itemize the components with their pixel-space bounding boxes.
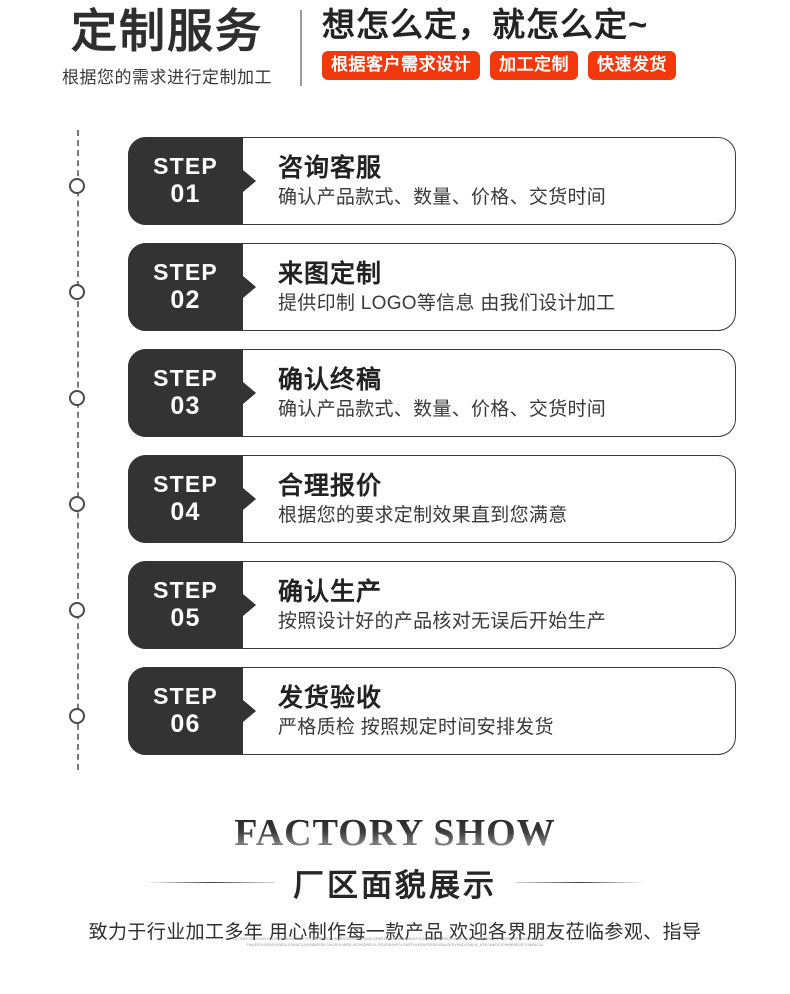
step-badge-word: STEP	[153, 259, 218, 286]
factory-show-subtitle-row: 厂区面貌展示	[0, 860, 790, 905]
header-vertical-divider	[300, 10, 302, 86]
step-body-02: 来图定制 提供印制 LOGO等信息 由我们设计加工	[243, 243, 736, 331]
badge-custom-design: 根据客户需求设计	[322, 51, 480, 81]
steps-list: STEP 01 咨询客服 确认产品款式、数量、价格、交货时间 STEP 02 来…	[128, 137, 736, 773]
step-arrow-icon	[243, 170, 256, 192]
step-card-04: STEP 04 合理报价 根据您的要求定制效果直到您满意	[128, 455, 736, 543]
footer-rule-right	[515, 881, 645, 883]
step-description: 提供印制 LOGO等信息 由我们设计加工	[278, 292, 616, 314]
step-badge-number: 05	[170, 604, 201, 633]
step-badge-word: STEP	[153, 683, 218, 710]
header-left-block: 定制服务 根据您的需求进行定制加工	[42, 5, 292, 88]
timeline-dot-4	[69, 496, 85, 512]
watermark-microtext: OL_IKDFJGLDSJHGOIKDFGHNKSDFRKDFJL_SDVNKI…	[232, 937, 558, 948]
badge-oem-processing: 加工定制	[490, 51, 578, 81]
factory-show-tagline: 致力于行业加工多年 用心制作每一款产品 欢迎各界朋友莅临参观、指导	[88, 921, 702, 943]
page-header: 定制服务 根据您的需求进行定制加工 想怎么定，就怎么定~ 根据客户需求设计 加工…	[0, 0, 790, 108]
timeline-rail	[60, 130, 96, 770]
timeline-dot-5	[69, 602, 85, 618]
step-badge-word: STEP	[153, 577, 218, 604]
timeline-dot-3	[69, 390, 85, 406]
page-subtitle: 根据您的需求进行定制加工	[62, 67, 272, 87]
header-badge-row: 根据客户需求设计 加工定制 快速发货	[322, 51, 762, 81]
step-arrow-icon	[243, 382, 256, 404]
footer-rule-left	[145, 881, 275, 883]
step-arrow-icon	[243, 488, 256, 510]
step-body-04: 合理报价 根据您的要求定制效果直到您满意	[243, 455, 736, 543]
step-badge-06: STEP 06	[128, 667, 243, 755]
step-body-06: 发货验收 严格质检 按照规定时间安排发货	[243, 667, 736, 755]
step-heading: 发货验收	[278, 683, 383, 712]
step-badge-number: 02	[170, 286, 201, 315]
step-badge-number: 01	[170, 180, 201, 209]
step-card-01: STEP 01 咨询客服 确认产品款式、数量、价格、交货时间	[128, 137, 736, 225]
step-body-01: 咨询客服 确认产品款式、数量、价格、交货时间	[243, 137, 736, 225]
step-badge-01: STEP 01	[128, 137, 243, 225]
step-arrow-icon	[243, 594, 256, 616]
step-badge-word: STEP	[153, 365, 218, 392]
timeline-dot-6	[69, 708, 85, 724]
step-badge-word: STEP	[153, 471, 218, 498]
step-badge-number: 03	[170, 392, 201, 421]
step-body-03: 确认终稿 确认产品款式、数量、价格、交货时间	[243, 349, 736, 437]
step-badge-04: STEP 04	[128, 455, 243, 543]
step-badge-number: 06	[170, 710, 201, 739]
step-heading: 合理报价	[278, 471, 383, 500]
badge-fast-shipping: 快速发货	[588, 51, 676, 81]
step-heading: 来图定制	[278, 259, 383, 288]
step-badge-03: STEP 03	[128, 349, 243, 437]
factory-show-title-cn: 厂区面貌展示	[293, 867, 497, 903]
step-heading: 确认生产	[278, 577, 383, 606]
step-description: 按照设计好的产品核对无误后开始生产	[278, 610, 607, 632]
step-description: 严格质检 按照规定时间安排发货	[278, 716, 554, 738]
step-heading: 确认终稿	[278, 365, 383, 394]
step-arrow-icon	[243, 276, 256, 298]
step-badge-word: STEP	[153, 153, 218, 180]
step-badge-05: STEP 05	[128, 561, 243, 649]
step-description: 确认产品款式、数量、价格、交货时间	[278, 186, 607, 208]
step-body-05: 确认生产 按照设计好的产品核对无误后开始生产	[243, 561, 736, 649]
step-badge-02: STEP 02	[128, 243, 243, 331]
step-arrow-icon	[243, 700, 256, 722]
header-slogan: 想怎么定，就怎么定~	[322, 6, 649, 43]
step-card-02: STEP 02 来图定制 提供印制 LOGO等信息 由我们设计加工	[128, 243, 736, 331]
step-card-03: STEP 03 确认终稿 确认产品款式、数量、价格、交货时间	[128, 349, 736, 437]
step-card-05: STEP 05 确认生产 按照设计好的产品核对无误后开始生产	[128, 561, 736, 649]
step-heading: 咨询客服	[278, 153, 383, 182]
timeline-dashed-line	[77, 130, 79, 770]
page-title: 定制服务	[71, 5, 263, 57]
factory-show-section: FACTORY SHOW 厂区面貌展示 致力于行业加工多年 用心制作每一款产品 …	[0, 812, 790, 944]
step-card-06: STEP 06 发货验收 严格质检 按照规定时间安排发货	[128, 667, 736, 755]
header-right-block: 想怎么定，就怎么定~ 根据客户需求设计 加工定制 快速发货	[322, 4, 762, 81]
factory-show-title-en: FACTORY SHOW	[0, 812, 790, 856]
step-description: 确认产品款式、数量、价格、交货时间	[278, 398, 607, 420]
step-description: 根据您的要求定制效果直到您满意	[278, 504, 568, 526]
timeline-dot-2	[69, 284, 85, 300]
step-badge-number: 04	[170, 498, 201, 527]
timeline-dot-1	[69, 178, 85, 194]
